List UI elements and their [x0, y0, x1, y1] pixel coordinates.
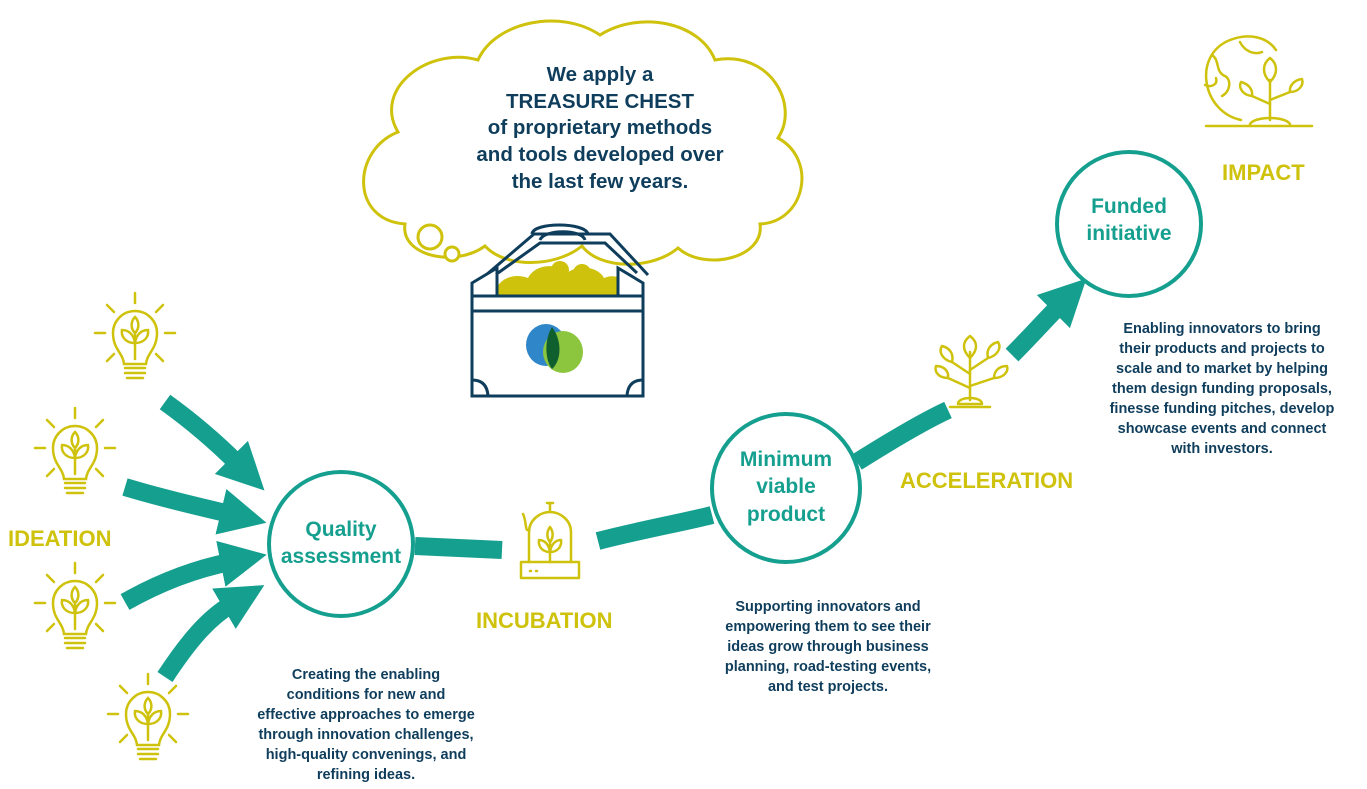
- mvp-circle: [710, 412, 862, 564]
- quality-assessment-label: Quality assessment: [271, 516, 411, 571]
- description-line: showcase events and connect: [1117, 421, 1327, 437]
- incubation-description: Supporting innovators and empowering the…: [690, 597, 966, 697]
- cloud-line: the last few years.: [511, 169, 689, 193]
- treasure-chest-icon: [470, 223, 650, 398]
- thought-bubble-2: [443, 245, 461, 263]
- thought-bubble-1: [416, 223, 444, 251]
- description-line: finesse funding pitches, develop: [1109, 401, 1335, 417]
- description-line: high-quality convenings, and: [265, 747, 467, 763]
- description-line: with investors.: [1171, 441, 1273, 457]
- description-line: effective approaches to emerge: [257, 707, 475, 723]
- milestone-line: product: [746, 502, 826, 526]
- cloud-line: of proprietary methods: [487, 116, 713, 140]
- ideation-description: Creating the enabling conditions for new…: [228, 665, 504, 785]
- thought-cloud: [362, 19, 804, 266]
- description-line: empowering them to see their: [725, 619, 931, 635]
- flow-arrow-bulb-2: [122, 478, 267, 535]
- flow-arrow-bulb-3: [120, 540, 267, 610]
- funded-initiative-circle: [1055, 150, 1203, 298]
- milestone-line: Funded: [1091, 195, 1167, 218]
- flow-arrow-bulb-4: [157, 585, 265, 682]
- milestone-line: viable: [756, 475, 816, 499]
- flow-line-quality-to-incubation: [414, 537, 503, 559]
- bell-jar-sprout-icon: [519, 501, 581, 580]
- description-line: scale and to market by helping: [1116, 361, 1328, 377]
- cloud-line: We apply a: [546, 63, 654, 86]
- lightbulb-sprout-icon: [106, 672, 190, 761]
- milestone-line: initiative: [1086, 222, 1172, 246]
- stage-ideation: IDEATION: [8, 526, 112, 551]
- mvp-label: Minimum viable product: [716, 446, 856, 528]
- acceleration-description: Enabling innovators to bring their produ…: [1080, 319, 1364, 459]
- milestone-line: Minimum: [739, 448, 833, 471]
- flow-arrow-sapling-to-funded: [1005, 278, 1087, 362]
- lightbulb-sprout-icon: [33, 561, 117, 650]
- description-line: conditions for new and: [286, 687, 446, 703]
- description-line: Supporting innovators and: [735, 599, 921, 615]
- description-line: planning, road-testing events,: [724, 659, 932, 675]
- lightbulb-sprout-icon: [33, 406, 117, 495]
- milestone-line: Quality: [305, 518, 377, 541]
- cloud-text: We apply a TREASURE CHEST of proprietary…: [470, 62, 730, 195]
- description-line: through innovation challenges,: [258, 727, 474, 743]
- quality-assessment-circle: [267, 470, 415, 618]
- description-line: ideas grow through business: [727, 639, 929, 655]
- description-line: and test projects.: [767, 679, 889, 695]
- flow-line-incubation-to-mvp: [595, 506, 715, 550]
- milestone-line: assessment: [280, 545, 402, 569]
- description-line: their products and projects to: [1119, 341, 1325, 357]
- description-line: them design funding proposals,: [1112, 381, 1332, 397]
- flow-arrows: [120, 278, 1087, 682]
- globe-sprout-icon: [1203, 35, 1314, 128]
- cloud-line: and tools developed over: [476, 142, 724, 166]
- stage-acceleration: ACCELERATION: [900, 468, 1074, 493]
- cloud-line: TREASURE CHEST: [506, 89, 694, 113]
- flow-arrow-bulb-1: [159, 394, 265, 491]
- description-line: Enabling innovators to bring: [1123, 321, 1321, 337]
- sapling-icon: [934, 334, 1009, 409]
- lightbulb-sprout-icon: [93, 291, 177, 380]
- description-line: refining ideas.: [316, 767, 416, 783]
- flow-line-mvp-to-sapling: [852, 401, 952, 470]
- stage-impact: IMPACT: [1222, 160, 1305, 185]
- stage-incubation: INCUBATION: [476, 608, 613, 633]
- description-line: Creating the enabling: [291, 667, 441, 683]
- funded-initiative-label: Funded initiative: [1059, 193, 1199, 248]
